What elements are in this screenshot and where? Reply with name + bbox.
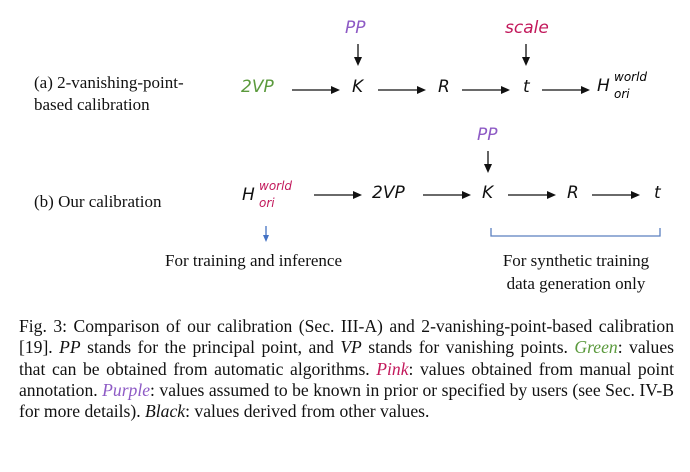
caption-purple: Purple bbox=[102, 379, 151, 400]
row-a-h-sub: ori bbox=[614, 87, 630, 101]
caption-mid2: stands for vanishing points. bbox=[361, 337, 575, 358]
caption-green: Green bbox=[574, 337, 618, 358]
row-b-pp: PP bbox=[477, 125, 498, 145]
row-a-pp-arrow bbox=[354, 44, 362, 66]
caption-pink: Pink bbox=[376, 358, 409, 379]
row-b-arrow-3 bbox=[508, 191, 556, 199]
row-a-2vp: 2VP bbox=[241, 77, 274, 97]
row-a-t: t bbox=[523, 77, 530, 97]
note-synthetic-line2: data generation only bbox=[506, 274, 646, 293]
row-a-pp: PP bbox=[345, 18, 366, 38]
row-b-arrow-2 bbox=[423, 191, 471, 199]
row-a-arrow-1 bbox=[292, 86, 340, 94]
note-training-inference: For training and inference bbox=[165, 251, 343, 270]
row-b-arrow-1 bbox=[314, 191, 362, 199]
caption-vp: VP bbox=[340, 337, 362, 358]
row-b-h-sub: ori bbox=[259, 196, 275, 210]
row-a-arrow-4 bbox=[542, 86, 590, 94]
row-b-h-sup: world bbox=[259, 179, 293, 193]
caption-mid1: stands for the principal point, and bbox=[80, 337, 341, 358]
note-synthetic-line1: For synthetic training bbox=[502, 251, 650, 270]
caption-pink-text: : values obtained from manual point anno… bbox=[19, 358, 675, 400]
row-a-h-main: H bbox=[597, 76, 610, 96]
note-synthetic: For synthetic training data generation o… bbox=[478, 249, 674, 295]
row-b-t: t bbox=[654, 183, 661, 203]
caption-pp: PP bbox=[59, 337, 81, 358]
caption-black: Black bbox=[145, 401, 186, 422]
row-a-arrow-3 bbox=[462, 86, 510, 94]
caption-green-text: : values that can be obtained from autom… bbox=[19, 337, 675, 379]
row-b-h-main: H bbox=[242, 185, 255, 205]
row-a-label-line2: based calibration bbox=[34, 95, 150, 114]
row-a-label-line1: (a) 2-vanishing-point- bbox=[34, 73, 184, 92]
row-a-scale: scale bbox=[505, 18, 549, 38]
row-a-h-sup: world bbox=[614, 70, 648, 84]
row-b-label: (b) Our calibration bbox=[34, 192, 162, 211]
row-b-k: K bbox=[482, 183, 494, 203]
row-a-k: K bbox=[352, 77, 364, 97]
row-b-2vp: 2VP bbox=[372, 183, 405, 203]
row-b-arrow-4 bbox=[592, 191, 640, 199]
row-a-scale-arrow bbox=[522, 44, 530, 66]
bracket bbox=[490, 228, 661, 237]
row-b-pp-arrow bbox=[484, 151, 492, 173]
caption-purple-text: : values assumed to be known in prior or… bbox=[19, 379, 674, 422]
caption-black-text: : values derived from other values. bbox=[185, 401, 430, 422]
row-a-r: R bbox=[438, 77, 450, 97]
figure-caption: Fig. 3: Comparison of our calibration (S… bbox=[19, 316, 674, 422]
row-a-arrow-2 bbox=[378, 86, 426, 94]
caption-prefix: Fig. 3: Comparison of our calibration (S… bbox=[19, 316, 674, 358]
row-b-r: R bbox=[567, 183, 579, 203]
down-arrow-icon bbox=[263, 226, 269, 242]
